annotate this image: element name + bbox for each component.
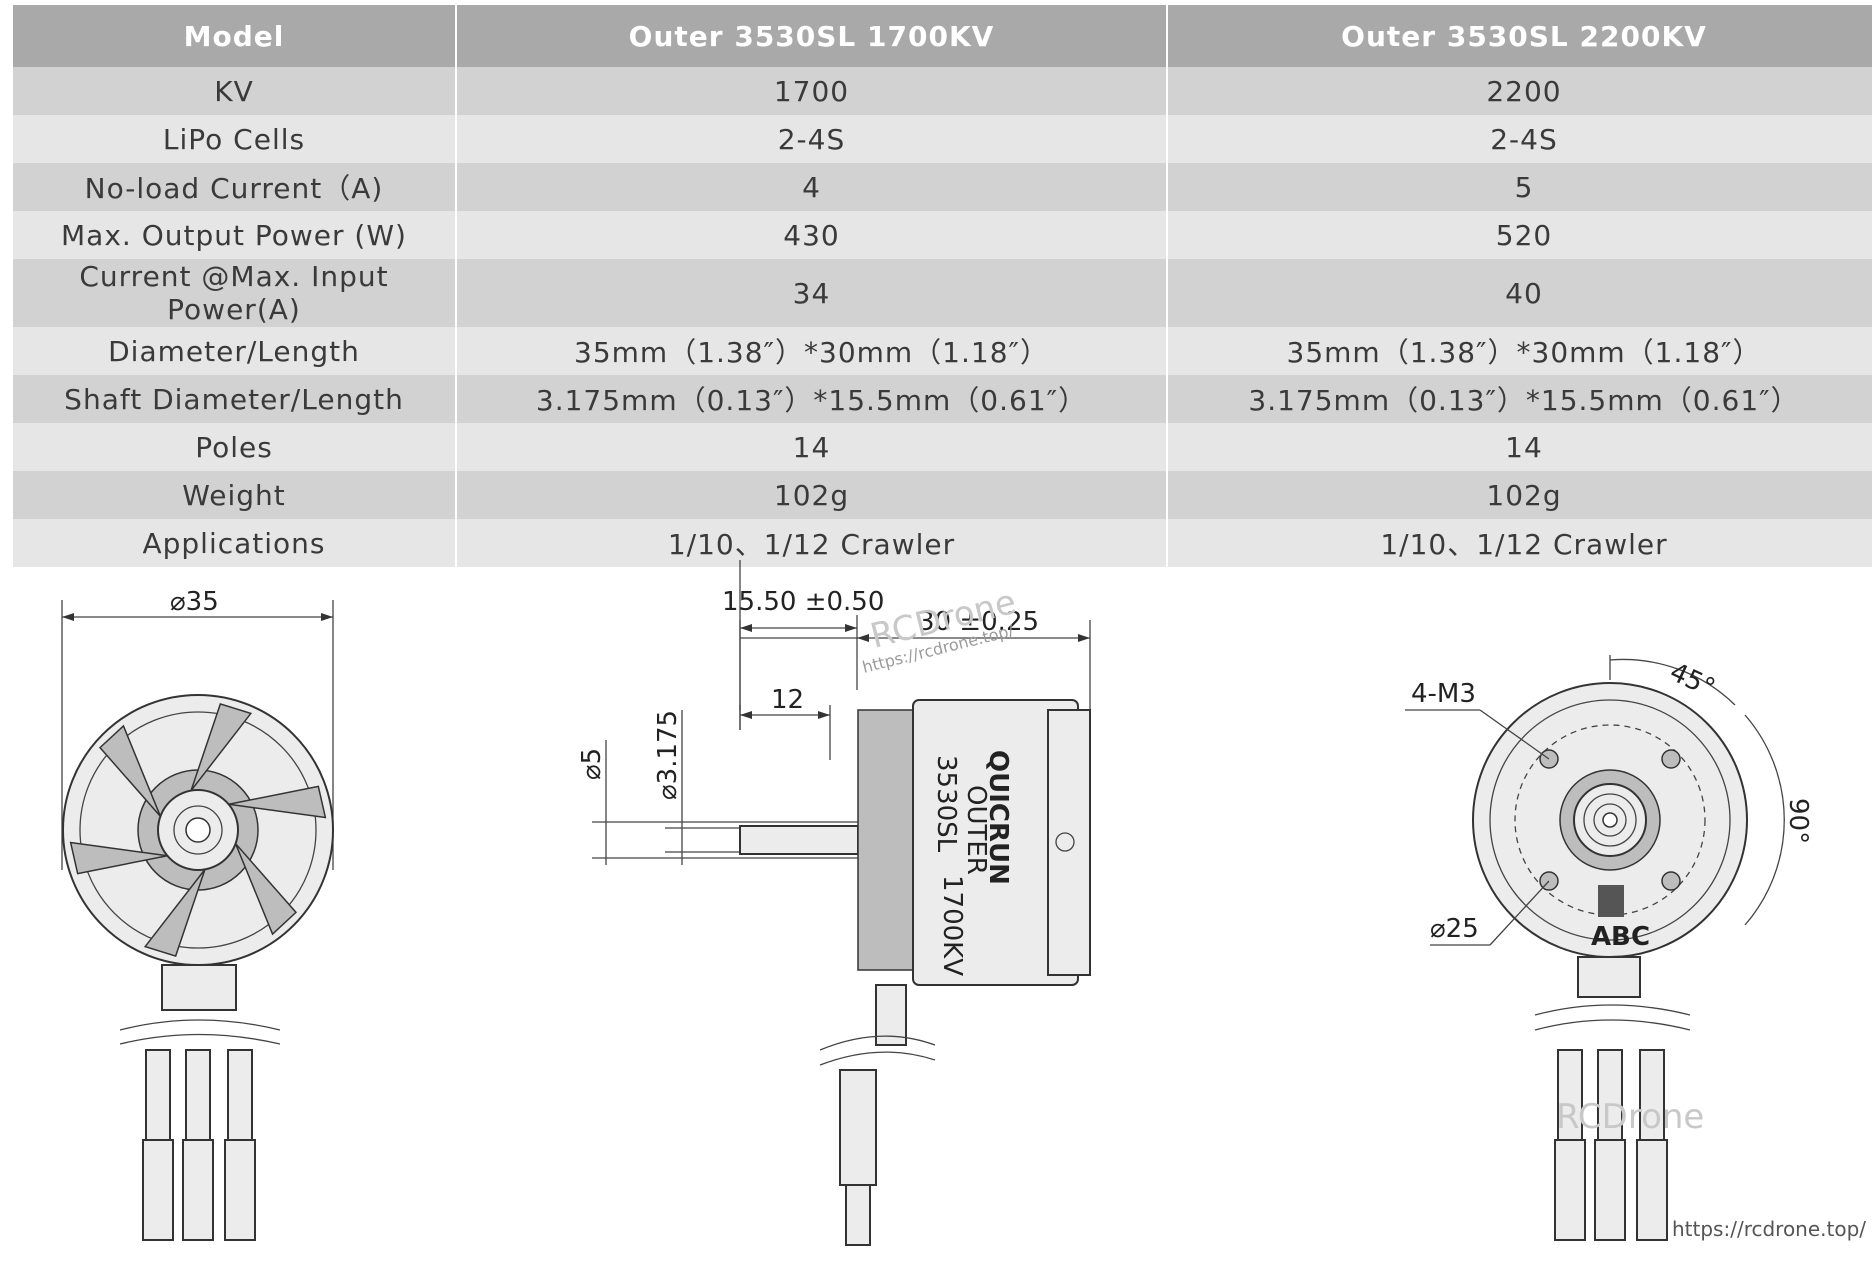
spec-table: Model Outer 3530SL 1700KV Outer 3530SL 2…: [13, 5, 1872, 567]
motor-drawings: ⌀35 15.50 ±0.50 30 ±0.25 12 ⌀5 ⌀3.17: [61, 560, 1866, 1246]
body-length-label: 30 ±0.25: [918, 607, 1039, 637]
row-value-cell: 1/10、1/12 Crawler: [456, 519, 1168, 567]
shaft-length-label: 15.50 ±0.50: [722, 587, 884, 617]
front-view-drawing: ⌀35: [61, 587, 334, 1241]
can-brand-text: QUICRUN: [983, 750, 1013, 885]
header-1700kv: Outer 3530SL 1700KV: [456, 5, 1168, 67]
row-label-cell: No-load Current（A): [13, 163, 457, 211]
front-diameter-label: ⌀35: [170, 587, 219, 617]
row-value-cell: 2200: [1167, 67, 1872, 115]
rotor-spoke: [143, 868, 206, 957]
shaft-flat-label: 12: [771, 685, 804, 715]
row-value-cell: 14: [1167, 423, 1872, 471]
footer-url: https://rcdrone.top/: [1672, 1217, 1866, 1241]
row-label-cell: Shaft Diameter/Length: [13, 375, 457, 423]
row-label-cell: Poles: [13, 423, 457, 471]
row-value-cell: 3.175mm（0.13″）*15.5mm（0.61″）: [456, 375, 1168, 423]
row-label-cell: Diameter/Length: [13, 327, 457, 375]
shaft-dia-label: ⌀3.175: [653, 710, 683, 800]
rotor-spoke: [228, 785, 327, 819]
row-value-cell: 2-4S: [1167, 115, 1872, 163]
row-value-cell: 34: [456, 259, 1168, 327]
angle-45-label: 45°: [1665, 657, 1719, 704]
row-value-cell: 35mm（1.38″）*30mm（1.18″）: [456, 327, 1168, 375]
row-label-cell: Applications: [13, 519, 457, 567]
row-value-cell: 40: [1167, 259, 1872, 327]
phase-label-b: B: [1611, 922, 1631, 952]
row-value-cell: 430: [456, 211, 1168, 259]
header-model: Model: [13, 5, 457, 67]
row-value-cell: 5: [1167, 163, 1872, 211]
row-label-cell: Max. Output Power (W): [13, 211, 457, 259]
lead-wire: [1597, 1049, 1623, 1141]
row-value-cell: 35mm（1.38″）*30mm（1.18″）: [1167, 327, 1872, 375]
lead-wire: [227, 1049, 253, 1141]
row-value-cell: 102g: [456, 471, 1168, 519]
watermark-logo: RCDrone: [1556, 1097, 1704, 1137]
rotor-spoke: [98, 724, 162, 817]
row-label-cell: Current @Max. Input Power(A): [13, 259, 457, 327]
rotor-spoke: [234, 843, 298, 936]
side-view-drawing: 15.50 ±0.50 30 ±0.25 12 ⌀5 ⌀3.175 QUICRU…: [577, 560, 1091, 1246]
phase-label-a: A: [1591, 922, 1611, 952]
row-value-cell: 3.175mm（0.13″）*15.5mm（0.61″）: [1167, 375, 1872, 423]
row-value-cell: 2-4S: [456, 115, 1168, 163]
bullet-connector: [142, 1139, 174, 1241]
row-value-cell: 4: [456, 163, 1168, 211]
row-label-cell: Weight: [13, 471, 457, 519]
table-header-row: Model Outer 3530SL 1700KV Outer 3530SL 2…: [13, 5, 1872, 67]
lead-wire: [145, 1049, 171, 1141]
bullet-connector: [1636, 1139, 1668, 1241]
bullet-connector: [1594, 1139, 1626, 1241]
mount-circle-label: ⌀25: [1430, 914, 1479, 944]
bullet-connector: [1554, 1139, 1586, 1241]
header-2200kv: Outer 3530SL 2200KV: [1167, 5, 1872, 67]
row-value-cell: 14: [456, 423, 1168, 471]
shaft-outer-dia-label: ⌀5: [577, 748, 607, 780]
rotor-spoke: [190, 703, 253, 792]
can-kv-text: 1700KV: [937, 875, 967, 976]
rotor-spoke: [69, 841, 168, 875]
row-value-cell: 1/10、1/12 Crawler: [1167, 519, 1872, 567]
bullet-connector: [224, 1139, 256, 1241]
lead-wire: [1639, 1049, 1665, 1141]
back-view-drawing: A B C 4-M3 ⌀25 45° 90°: [1405, 655, 1813, 1241]
angle-90-label: 90°: [1783, 798, 1813, 844]
row-value-cell: 102g: [1167, 471, 1872, 519]
row-label-cell: LiPo Cells: [13, 115, 457, 163]
row-value-cell: 520: [1167, 211, 1872, 259]
bullet-connector: [182, 1139, 214, 1241]
lead-wire: [185, 1049, 211, 1141]
row-label-cell: KV: [13, 67, 457, 115]
phase-label-c: C: [1631, 922, 1650, 952]
mount-screws-label: 4-M3: [1411, 679, 1476, 709]
can-model-text: 3530SL: [931, 755, 961, 853]
can-series-text: OUTER: [961, 785, 991, 875]
lead-wire: [1557, 1049, 1583, 1141]
row-value-cell: 1700: [456, 67, 1168, 115]
